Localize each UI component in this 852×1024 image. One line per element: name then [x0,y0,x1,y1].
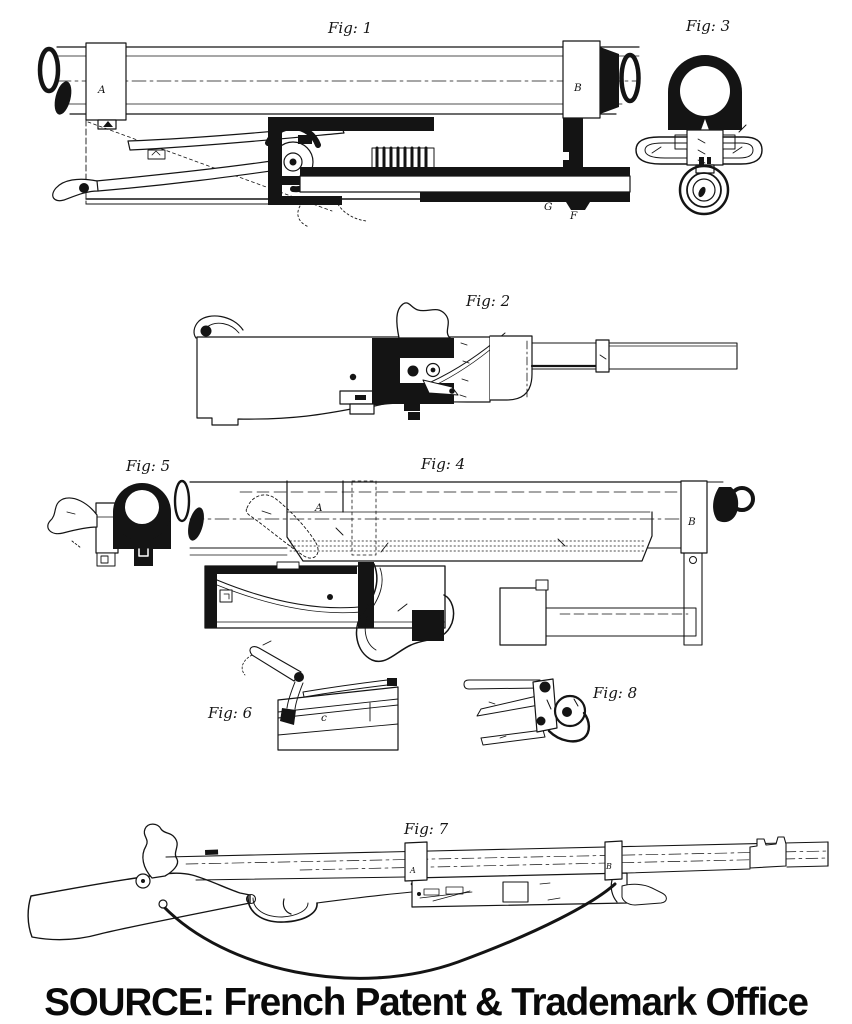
part-letter-c: c [321,712,327,724]
part-letter-a: A [314,502,323,514]
figure-6-drawing [241,640,399,751]
figure-5-label: Fig: 5 [125,457,170,475]
source-caption: SOURCE: French Patent & Trademark Office [44,981,809,1024]
figure-6-label: Fig: 6 [207,704,253,722]
part-letter-a: A [97,84,106,96]
part-letter-g: G [544,201,552,213]
figure-1-label: Fig: 1 [327,19,372,37]
figure-2-label: Fig: 2 [465,292,510,310]
figure-3-label: Fig: 3 [685,17,730,35]
figure-8-label: Fig: 8 [592,684,637,702]
figure-2-drawing [193,302,738,426]
figure-8-drawing [463,678,591,746]
figure-1-drawing [37,40,641,228]
figure-7-drawing [27,823,829,980]
part-letter-f: F [569,210,578,222]
figure-5-drawing [47,483,171,567]
part-letter-b: B [605,862,612,871]
figure-7-label: Fig: 7 [403,820,449,838]
part-letter-b: B [573,82,582,94]
figure-4-label: Fig: 4 [420,455,465,473]
part-letter-b: B [687,516,696,528]
figure-4-drawing [173,479,755,663]
figure-3-drawing [635,55,763,216]
part-letter-a: A [409,866,416,875]
